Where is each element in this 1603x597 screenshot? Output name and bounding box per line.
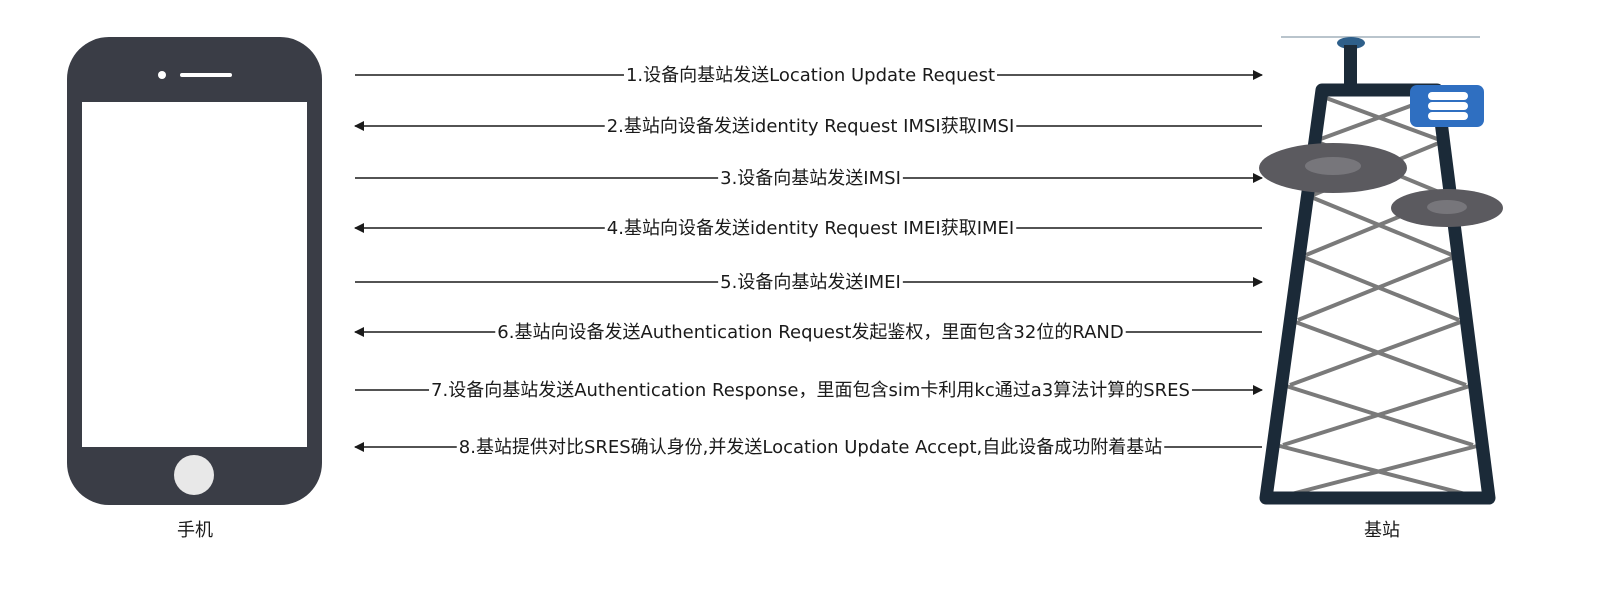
message-3: 3.设备向基站发送IMSI: [355, 168, 1263, 189]
message-label-bg: [456, 437, 1165, 458]
dish-small-center: [1427, 200, 1467, 214]
message-7: 7.设备向基站发送Authentication Response，里面包含sim…: [355, 380, 1263, 401]
message-label-bg: [718, 168, 903, 189]
message-list: 1.设备向基站发送Location Update Request 2.基站向设备发…: [354, 65, 1263, 458]
tower-mast: [1344, 45, 1357, 88]
message-label-bg: [718, 272, 903, 293]
cell-tower-icon: [1259, 36, 1503, 505]
message-label-bg: [495, 322, 1126, 343]
message-label: 2.基站向设备发送identity Request IMSI获取IMSI: [607, 116, 1015, 137]
message-label-bg: [623, 65, 998, 86]
phone-camera: [158, 71, 166, 79]
tower-label: 基站: [1364, 520, 1400, 541]
phone-home-button: [174, 455, 214, 495]
tower-lattice: [1275, 93, 1482, 500]
message-label-bg: [604, 116, 1017, 137]
message-label-bg: [604, 218, 1017, 239]
phone-screen: [82, 102, 307, 447]
dish-large-center: [1305, 157, 1361, 175]
phone-label: 手机: [177, 520, 213, 541]
message-label-bg: [429, 380, 1192, 401]
message-6: 6.基站向设备发送Authentication Request发起鉴权，里面包含…: [354, 322, 1262, 343]
message-label: 6.基站向设备发送Authentication Request发起鉴权，里面包含…: [497, 322, 1123, 343]
message-label: 4.基站向设备发送identity Request IMEI获取IMEI: [607, 218, 1014, 239]
message-label: 1.设备向基站发送Location Update Request: [626, 65, 995, 86]
message-5: 5.设备向基站发送IMEI: [355, 272, 1263, 293]
message-label: 8.基站提供对比SRES确认身份,并发送Location Update Acce…: [459, 437, 1162, 458]
message-label: 5.设备向基站发送IMEI: [720, 272, 901, 293]
tower-frame: [1259, 83, 1496, 505]
message-label: 3.设备向基站发送IMSI: [720, 168, 901, 189]
message-1: 1.设备向基站发送Location Update Request: [355, 65, 1263, 86]
server-icon: [1410, 85, 1484, 127]
phone-icon: [67, 37, 322, 505]
phone-speaker: [180, 73, 232, 77]
message-label: 7.设备向基站发送Authentication Response，里面包含sim…: [431, 380, 1190, 401]
message-2: 2.基站向设备发送identity Request IMSI获取IMSI: [354, 116, 1262, 137]
message-4: 4.基站向设备发送identity Request IMEI获取IMEI: [354, 218, 1262, 239]
message-8: 8.基站提供对比SRES确认身份,并发送Location Update Acce…: [354, 437, 1262, 458]
